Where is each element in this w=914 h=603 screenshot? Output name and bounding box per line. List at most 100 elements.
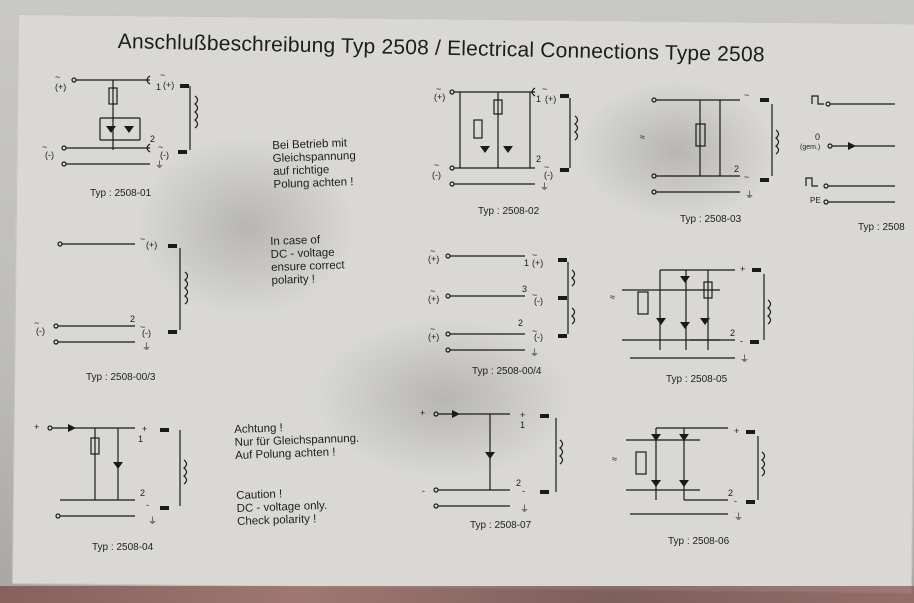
svg-text:(+): (+) [428,294,439,304]
svg-text:2: 2 [516,478,521,488]
type-label-2508-05: Typ : 2508-05 [666,374,728,385]
svg-text:(+): (+) [434,92,445,102]
svg-text:~: ~ [744,90,749,100]
diagram-2508-right: 0 [805,95,895,205]
svg-text:1: 1 [156,82,161,92]
diagram-2508-00-4: ~(+) 1~(+) ~(+) 3~(-) ~(+) 2~(-) ⏚ [428,246,576,358]
svg-text:+: + [34,422,39,432]
svg-text:2: 2 [730,328,735,338]
svg-text:~: ~ [430,324,435,334]
svg-text:(-): (-) [160,150,169,160]
svg-text:1: 1 [138,434,143,444]
svg-text:-: - [522,486,525,496]
svg-text:(-): (-) [432,170,441,180]
svg-text:(-): (-) [45,150,54,160]
diagram-2508-07: + +1 - 2- ⏚ [420,408,564,514]
svg-text:(-): (-) [142,328,151,338]
type-label-2508-02: Typ : 2508-02 [478,206,540,217]
svg-text:2: 2 [140,488,145,498]
type-label-2508-03: Typ : 2508-03 [680,214,742,225]
svg-text:≈: ≈ [612,454,617,464]
type-label-2508-06: Typ : 2508-06 [668,536,730,547]
note-english-dc: In case of DC - voltage ensure correct p… [270,234,345,287]
svg-text:~: ~ [160,70,165,80]
svg-text:-: - [734,496,737,506]
svg-text:(+): (+) [428,332,439,342]
svg-text:+: + [740,264,745,274]
diagram-2508-04: + +1 2- ⏚ [34,422,188,526]
svg-text:~: ~ [430,286,435,296]
diagram-2508-03: ~ ≈ 2 ~ ⏚ [640,90,780,200]
svg-text:2: 2 [518,318,523,328]
type-label-2508-07: Typ : 2508-07 [470,520,532,531]
svg-text:⏚: ⏚ [740,354,749,364]
svg-text:(+): (+) [532,258,543,268]
svg-text:~: ~ [55,72,60,82]
svg-text:+: + [520,410,525,420]
svg-text:2: 2 [728,488,733,498]
note-english-dc-only: Caution ! DC - voltage only. Check polar… [236,488,328,528]
svg-text:(+): (+) [146,240,157,250]
svg-text:⏚: ⏚ [540,182,549,192]
svg-text:~: ~ [532,326,537,336]
svg-text:1: 1 [520,420,525,430]
type-label-2508-00-4: Typ : 2508-00/4 [472,366,542,377]
svg-text:+: + [142,424,147,434]
type-label-2508-04: Typ : 2508-04 [92,542,154,553]
svg-text:1: 1 [524,258,529,268]
svg-text:~: ~ [544,162,549,172]
svg-text:⏚: ⏚ [148,516,157,526]
svg-text:⏚: ⏚ [745,190,754,200]
svg-text:⏚: ⏚ [530,348,539,358]
svg-text:⏚: ⏚ [142,342,151,352]
type-label-2508-00-3: Typ : 2508-00/3 [86,372,156,383]
svg-text:~: ~ [430,246,435,256]
svg-text:~: ~ [744,172,749,182]
svg-text:-: - [740,336,743,346]
svg-text:⏚: ⏚ [155,160,164,170]
diagram-2508-06: ≈ + 2- ⏚ [612,426,766,522]
svg-text:≈: ≈ [640,132,645,142]
svg-text:~: ~ [42,142,47,152]
svg-text:~: ~ [140,234,145,244]
svg-text:~: ~ [34,318,39,328]
svg-text:~: ~ [140,322,145,332]
svg-text:1: 1 [536,94,541,104]
svg-text:~: ~ [542,84,547,94]
svg-text:(-): (-) [36,326,45,336]
bag-edge-bottom [0,586,914,603]
svg-text:≈: ≈ [610,292,615,302]
svg-text:(-): (-) [534,332,543,342]
svg-text:-: - [146,500,149,510]
svg-text:⏚: ⏚ [520,504,529,514]
note-german-dc: Bei Betrieb mit Gleichspannung auf richt… [272,137,356,191]
svg-text:(-): (-) [544,170,553,180]
svg-text:(+): (+) [428,254,439,264]
svg-text:0: 0 [815,132,820,142]
svg-text:+: + [734,426,739,436]
note-german-dc-only: Achtung ! Nur für Gleichspannung. Auf Po… [234,422,360,462]
svg-text:-: - [422,486,425,496]
svg-text:+: + [420,408,425,418]
type-label-2508-right: Typ : 2508 [858,222,905,233]
type-label-2508-01: Typ : 2508-01 [90,188,152,199]
svg-text:~: ~ [436,84,441,94]
svg-text:⏚: ⏚ [734,512,743,522]
svg-text:(+): (+) [545,94,556,104]
svg-text:2: 2 [734,164,739,174]
svg-text:2: 2 [130,314,135,324]
svg-text:3: 3 [522,284,527,294]
diagram-2508-01: ~(+) ~1(+) ~(-) 2~(-) ⏚ [42,70,199,170]
svg-text:2: 2 [536,154,541,164]
svg-text:~: ~ [532,250,537,260]
svg-text:(+): (+) [55,82,66,92]
svg-text:2: 2 [150,134,155,144]
diagram-2508-00-3: ~(+) ~(-) 2~(-) ⏚ [34,234,189,352]
legend-pe: PE [810,196,821,205]
diagram-2508-05: ≈ + 2- ⏚ [610,264,772,364]
svg-text:(+): (+) [163,80,174,90]
svg-text:~: ~ [158,142,163,152]
diagram-2508-02: ~(+) ~1(+) ~(-) 2~(-) ⏚ [432,84,579,192]
svg-text:~: ~ [532,290,537,300]
